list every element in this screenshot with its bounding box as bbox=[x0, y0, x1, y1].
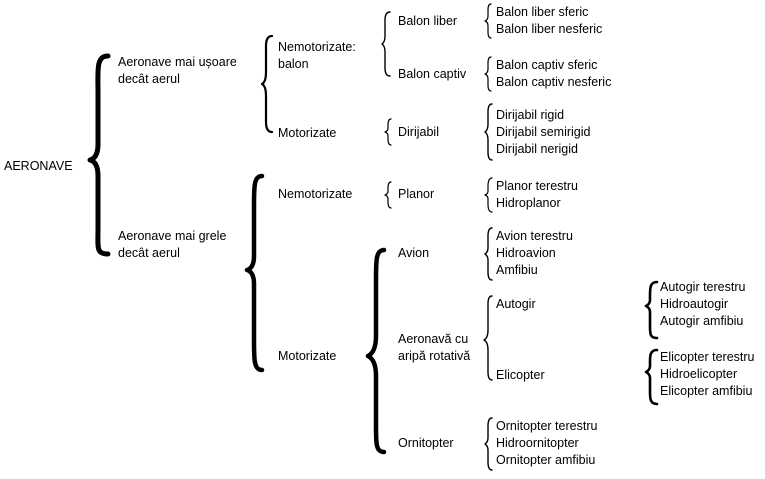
captive-balloon-label: Balon captiv bbox=[398, 67, 467, 81]
brace-heavier-powered bbox=[365, 247, 387, 455]
rotary-label-line-2: aripă rotativă bbox=[398, 349, 471, 363]
airplane-items: Avion terestru Hidroavion Amfibiu bbox=[496, 228, 573, 279]
autogyro-item: Autogir terestru bbox=[660, 280, 746, 294]
glider-label: Planor bbox=[398, 187, 435, 201]
airship-label: Dirijabil bbox=[398, 125, 439, 139]
helicopter-items: Elicopter terestru Hidroelicopter Elicop… bbox=[660, 349, 754, 400]
heavier-nonpowered-label: Nemotorizate bbox=[278, 187, 353, 201]
brace-free-balloon bbox=[484, 3, 492, 39]
captive-balloon-item: Balon captiv nesferic bbox=[496, 75, 612, 89]
helicopter-label: Elicopter bbox=[496, 368, 545, 382]
lighter-label-line-1: Aeronave mai ușoare bbox=[118, 55, 237, 69]
helicopter-item: Elicopter amfibiu bbox=[660, 384, 753, 398]
airship-item: Dirijabil rigid bbox=[496, 108, 565, 122]
lighter-label-line-2: decât aerul bbox=[118, 72, 180, 86]
free-balloon-item: Balon liber sferic bbox=[496, 5, 589, 19]
helicopter-item: Hidroelicopter bbox=[660, 367, 738, 381]
glider-items: Planor terestru Hidroplanor bbox=[496, 178, 578, 212]
brace-heavier bbox=[244, 173, 265, 373]
brace-root bbox=[87, 53, 111, 257]
brace-glider-small bbox=[384, 181, 392, 209]
ornithopter-item: Ornitopter amfibiu bbox=[496, 453, 596, 467]
brace-rotary bbox=[483, 295, 493, 381]
glider-item: Planor terestru bbox=[496, 179, 578, 193]
lighter-powered-label: Motorizate bbox=[278, 126, 337, 140]
autogyro-items: Autogir terestru Hidroautogir Autogir am… bbox=[660, 279, 745, 330]
free-balloon-item: Balon liber nesferic bbox=[496, 22, 603, 36]
brace-airship-items bbox=[484, 103, 493, 161]
autogyro-label: Autogir bbox=[496, 297, 536, 311]
brace-balloon bbox=[381, 11, 391, 77]
ornithopter-item: Hidroornitopter bbox=[496, 436, 579, 450]
brace-captive-balloon bbox=[484, 56, 492, 92]
root-label: AERONAVE bbox=[4, 159, 73, 173]
brace-airship-small bbox=[384, 118, 392, 146]
captive-balloon-item: Balon captiv sferic bbox=[496, 58, 598, 72]
airship-item: Dirijabil semirigid bbox=[496, 125, 591, 139]
autogyro-item: Hidroautogir bbox=[660, 297, 729, 311]
glider-item: Hidroplanor bbox=[496, 196, 561, 210]
heavier-label-line-2: decât aerul bbox=[118, 246, 180, 260]
airship-items: Dirijabil rigid Dirijabil semirigid Diri… bbox=[496, 107, 590, 158]
ornithopter-items: Ornitopter terestru Hidroornitopter Orni… bbox=[496, 418, 597, 469]
brace-lighter bbox=[260, 34, 274, 134]
brace-helicopter-items bbox=[644, 348, 659, 406]
autogyro-item: Autogir amfibiu bbox=[660, 314, 744, 328]
brace-airplane-items bbox=[484, 227, 493, 281]
rotary-label-line-1: Aeronavă cu bbox=[398, 332, 469, 346]
lighter-than-air-label: Aeronave mai ușoare decât aerul bbox=[118, 54, 237, 88]
brace-glider-items bbox=[484, 177, 493, 213]
ornithopter-label: Ornitopter bbox=[398, 436, 454, 450]
helicopter-item: Elicopter terestru bbox=[660, 350, 755, 364]
heavier-label-line-1: Aeronave mai grele bbox=[118, 229, 227, 243]
brace-ornithopter-items bbox=[484, 417, 493, 471]
free-balloon-items: Balon liber sferic Balon liber nesferic bbox=[496, 4, 602, 38]
airplane-item: Hidroavion bbox=[496, 246, 556, 260]
free-balloon-label: Balon liber bbox=[398, 14, 458, 28]
airplane-item: Amfibiu bbox=[496, 263, 538, 277]
airplane-item: Avion terestru bbox=[496, 229, 573, 243]
lighter-nonpowered-line-1: Nemotorizate: bbox=[278, 40, 356, 54]
ornithopter-item: Ornitopter terestru bbox=[496, 419, 598, 433]
lighter-nonpowered-line-2: balon bbox=[278, 57, 309, 71]
brace-autogyro-items bbox=[644, 280, 659, 340]
captive-balloon-items: Balon captiv sferic Balon captiv nesferi… bbox=[496, 57, 611, 91]
rotary-wing-label: Aeronavă cu aripă rotativă bbox=[398, 331, 470, 365]
lighter-nonpowered-label: Nemotorizate: balon bbox=[278, 39, 356, 73]
heavier-powered-label: Motorizate bbox=[278, 349, 337, 363]
airplane-label: Avion bbox=[398, 246, 430, 260]
heavier-than-air-label: Aeronave mai grele decât aerul bbox=[118, 228, 226, 262]
airship-item: Dirijabil nerigid bbox=[496, 142, 578, 156]
